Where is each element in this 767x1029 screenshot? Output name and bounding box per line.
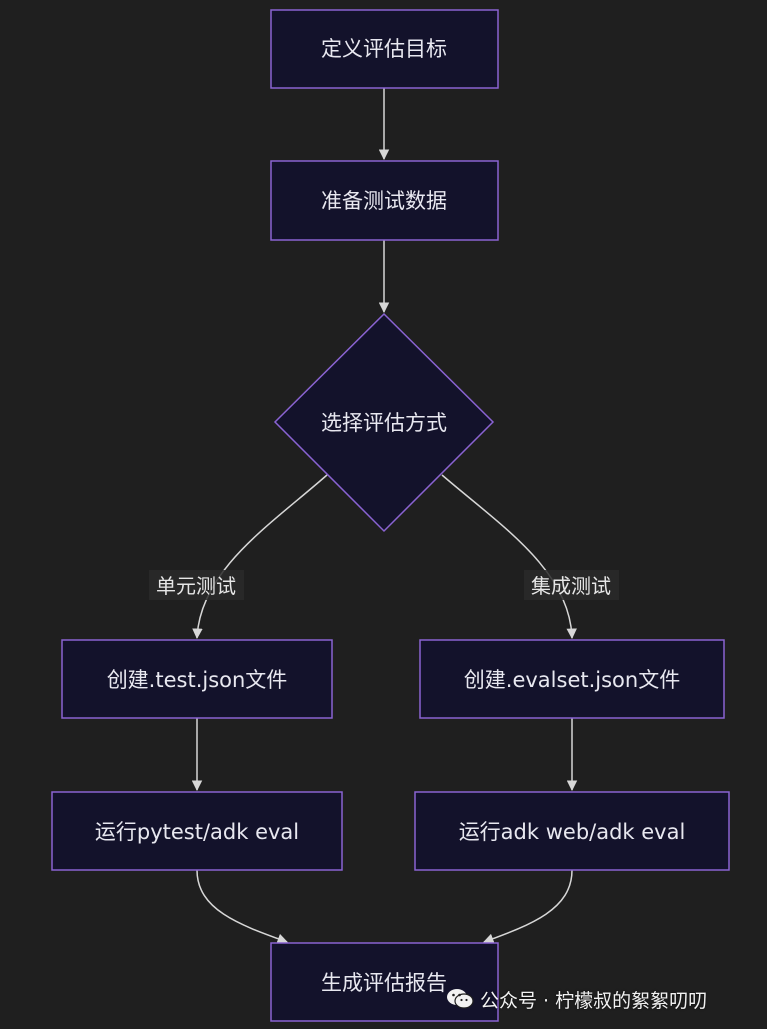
node-prepare-data: 准备测试数据 bbox=[270, 160, 499, 241]
edge-label-integration-test-text: 集成测试 bbox=[531, 574, 611, 598]
node-create-evalset-json: 创建.evalset.json文件 bbox=[419, 639, 725, 719]
edge-choose-to-integration bbox=[441, 474, 577, 640]
edge-label-unit-test-text: 单元测试 bbox=[156, 574, 236, 598]
node-run-pytest: 运行pytest/adk eval bbox=[51, 791, 343, 871]
node-choose-method: 选择评估方式 bbox=[273, 312, 495, 533]
edge-adkweb-to-report bbox=[483, 869, 573, 944]
node-define-goal-label: 定义评估目标 bbox=[321, 37, 447, 61]
edge-pytest-to-report bbox=[196, 869, 288, 944]
edge-choose-to-unit bbox=[192, 474, 328, 640]
node-define-goal: 定义评估目标 bbox=[270, 9, 499, 89]
wechat-icon bbox=[447, 989, 474, 1009]
edge-label-unit-test: 单元测试 bbox=[149, 570, 244, 600]
edges bbox=[191, 88, 578, 944]
node-run-adk-web: 运行adk web/adk eval bbox=[414, 791, 730, 871]
node-generate-report: 生成评估报告 bbox=[270, 942, 499, 1022]
node-create-test-json: 创建.test.json文件 bbox=[61, 639, 333, 719]
watermark-text: 公众号 · 柠檬叔的絮絮叨叨 bbox=[480, 989, 708, 1012]
node-create-test-json-label: 创建.test.json文件 bbox=[107, 668, 288, 692]
node-run-pytest-label: 运行pytest/adk eval bbox=[95, 820, 299, 844]
node-generate-report-label: 生成评估报告 bbox=[321, 971, 447, 995]
node-prepare-data-label: 准备测试数据 bbox=[321, 189, 447, 213]
node-create-evalset-json-label: 创建.evalset.json文件 bbox=[464, 668, 680, 692]
watermark: 公众号 · 柠檬叔的絮絮叨叨 bbox=[446, 984, 707, 1014]
node-run-adk-web-label: 运行adk web/adk eval bbox=[459, 820, 686, 844]
edge-label-integration-test: 集成测试 bbox=[524, 570, 619, 600]
node-choose-method-label: 选择评估方式 bbox=[321, 411, 447, 435]
